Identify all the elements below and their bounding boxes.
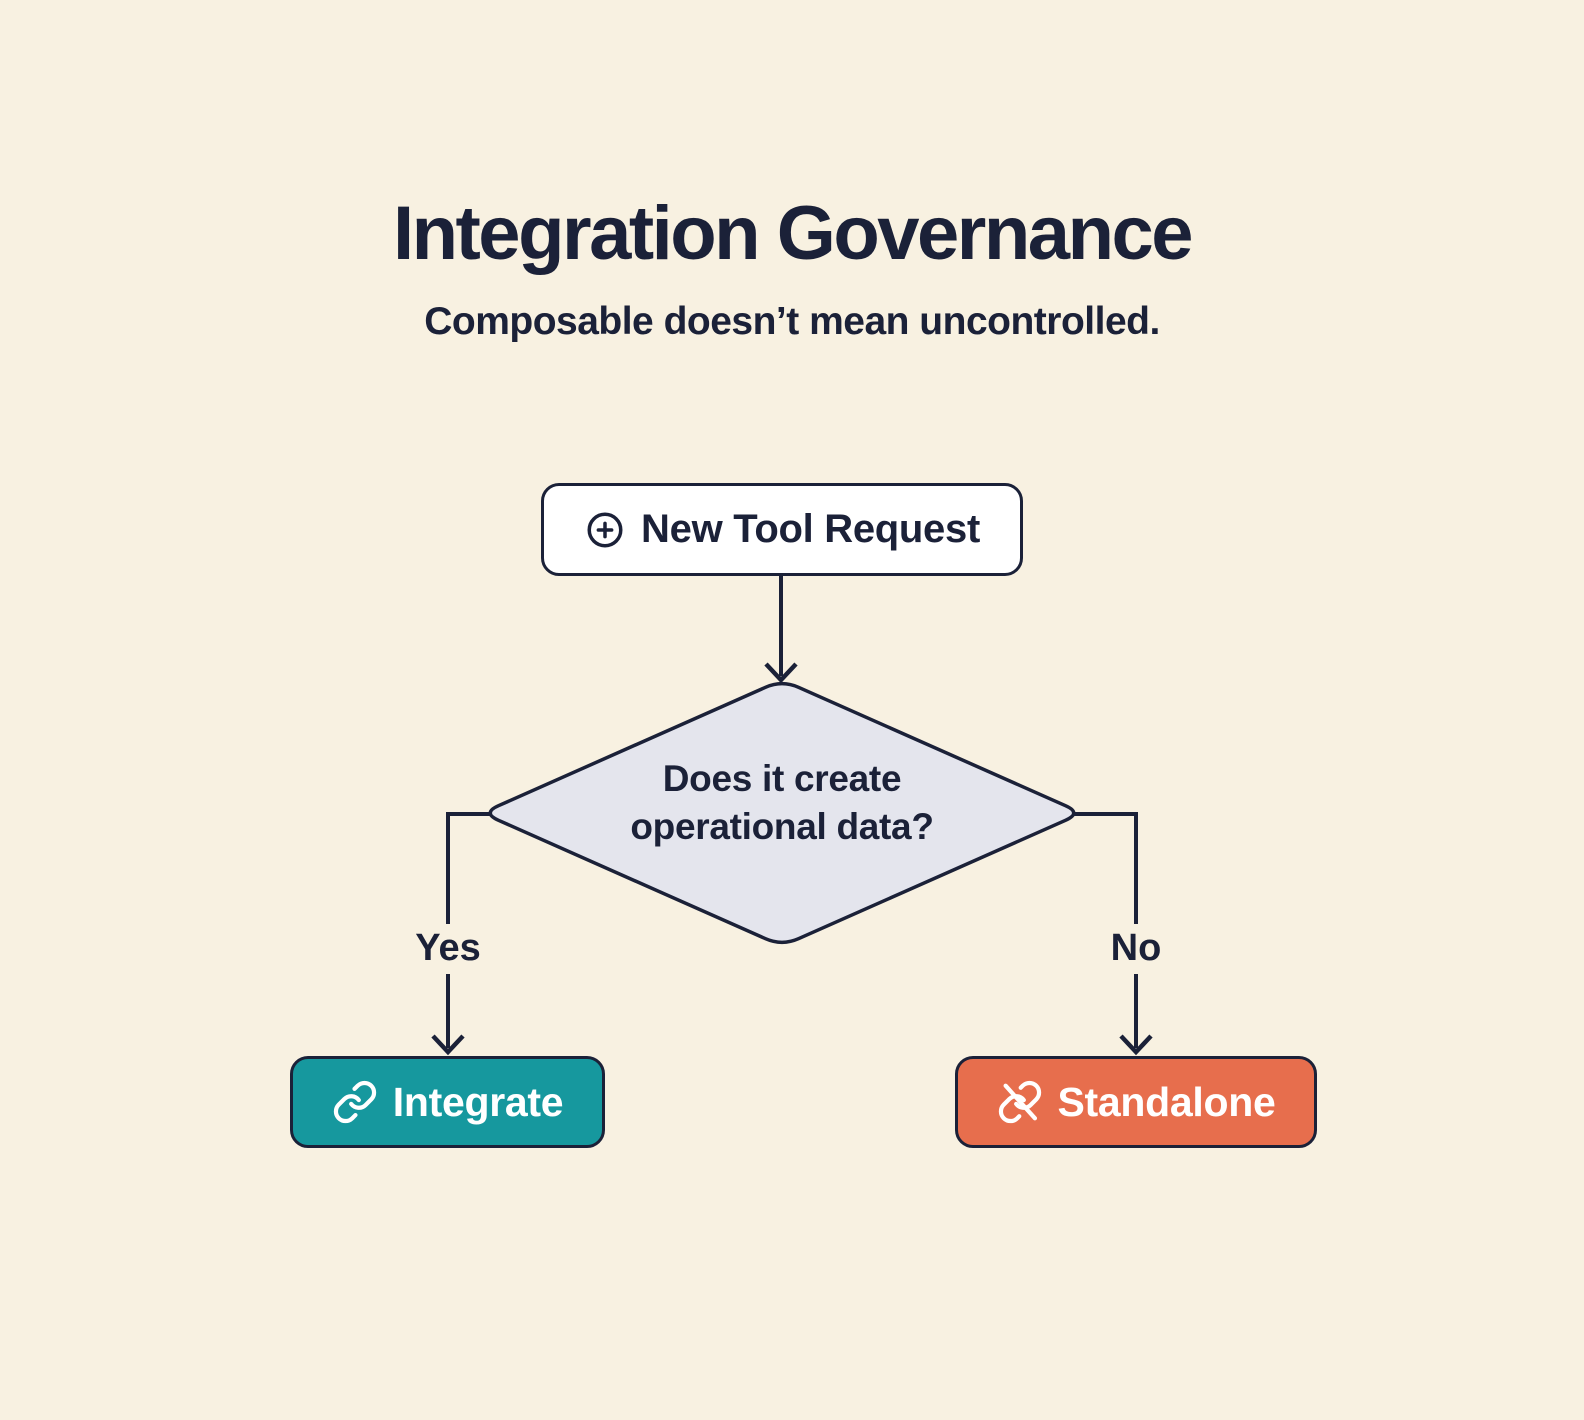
plus-circle-icon <box>584 509 626 551</box>
decision-question: Does it create operational data? <box>630 758 934 847</box>
link-icon <box>332 1079 378 1125</box>
start-node-label: New Tool Request <box>641 507 980 551</box>
integrate-button[interactable]: Integrate <box>290 1056 605 1148</box>
standalone-label: Standalone <box>1057 1078 1276 1125</box>
page-title: Integration Governance <box>392 191 1194 276</box>
connector-yes-branch <box>431 812 490 1056</box>
standalone-button[interactable]: Standalone <box>955 1056 1317 1148</box>
new-tool-request-node[interactable]: New Tool Request <box>541 483 1023 576</box>
connector-no-branch <box>1074 812 1153 1056</box>
page-subtitle: Composable doesn’t mean uncontrolled. <box>424 300 1160 343</box>
yes-branch-label: Yes <box>415 927 481 969</box>
connector-start-to-decision <box>764 576 798 684</box>
link-off-icon <box>997 1079 1043 1125</box>
integrate-label: Integrate <box>392 1078 564 1125</box>
no-branch-label: No <box>1110 927 1162 969</box>
